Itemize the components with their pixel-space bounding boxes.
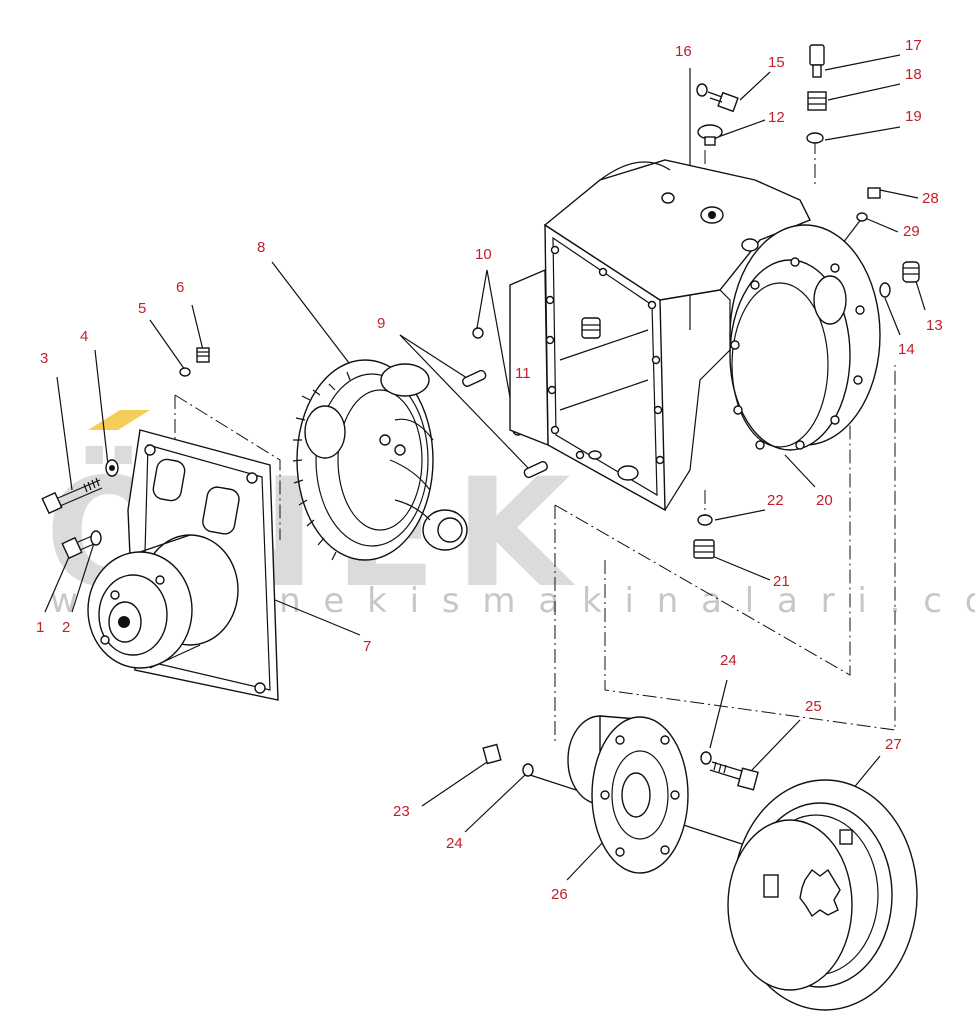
part-labels: 1 2 3 4 5 6 7 8 9 10 11 12 13 14 15 16 1… [36, 37, 943, 903]
part-label-23: 23 [393, 803, 410, 820]
part-label-7: 7 [363, 638, 371, 655]
leader-lines [44, 54, 926, 941]
part-label-6: 6 [176, 279, 184, 296]
part-label-26: 26 [551, 886, 568, 903]
part-label-15: 15 [768, 54, 785, 71]
part-label-18: 18 [905, 66, 922, 83]
part-label-16: 16 [675, 43, 692, 60]
part-label-17: 17 [905, 37, 922, 54]
part-label-12: 12 [768, 109, 785, 126]
part-label-3: 3 [40, 350, 48, 367]
parts-right-fittings [813, 187, 920, 325]
part-label-21: 21 [773, 573, 790, 590]
part-8-differential-ring-gear [292, 359, 468, 561]
part-label-13: 13 [926, 317, 943, 334]
part-7-side-cover [87, 429, 279, 701]
part-label-9: 9 [377, 315, 385, 332]
part-label-14: 14 [898, 341, 915, 358]
part-26-flange-hub [567, 715, 689, 874]
part-label-4: 4 [80, 328, 88, 345]
watermark-logo-accent [88, 410, 150, 430]
parts-hub-fasteners [482, 743, 759, 791]
part-label-28: 28 [922, 190, 939, 207]
part-label-25: 25 [805, 698, 822, 715]
part-label-19: 19 [905, 108, 922, 125]
part-label-11: 11 [515, 365, 531, 382]
parts-top-fittings [696, 44, 827, 146]
main-transmission-housing [509, 159, 881, 512]
part-label-20: 20 [816, 492, 833, 509]
part-label-24b: 24 [720, 652, 737, 669]
part-label-1: 1 [36, 619, 44, 636]
part-label-2: 2 [62, 619, 70, 636]
parts-left-fasteners [41, 347, 210, 560]
part-27-brake-drum [727, 779, 918, 1011]
part-label-10: 10 [475, 246, 492, 263]
part-label-22: 22 [767, 492, 784, 509]
part-label-29: 29 [903, 223, 920, 240]
part-label-27: 27 [885, 736, 902, 753]
parts-bottom-fittings [693, 514, 715, 559]
part-label-5: 5 [138, 300, 146, 317]
part-label-24a: 24 [446, 835, 463, 852]
part-label-8: 8 [257, 239, 265, 256]
